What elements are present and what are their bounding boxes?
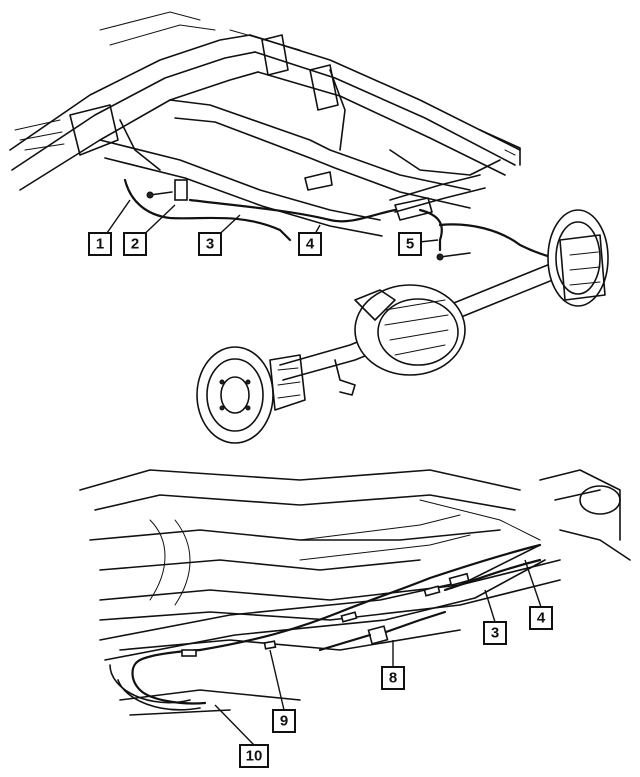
callout-2-label: 2	[131, 236, 139, 253]
brake-cables-bottom	[131, 543, 542, 705]
callout-9-label: 9	[280, 713, 288, 730]
callout-2: 2	[123, 232, 147, 256]
callout-1-label: 1	[96, 236, 104, 253]
callout-3-top-label: 3	[206, 236, 214, 253]
callout-3-top: 3	[198, 232, 222, 256]
callout-8: 8	[381, 666, 405, 690]
callout-9: 9	[272, 709, 296, 733]
brake-cables-top	[123, 178, 577, 264]
callout-10-label: 10	[246, 748, 263, 765]
callout-4-bottom-label: 4	[537, 610, 546, 627]
callout-8-label: 8	[389, 670, 397, 687]
callout-1: 1	[88, 232, 112, 256]
callout-4-top-label: 4	[306, 236, 315, 253]
upper-frame-illustration	[9, 11, 521, 237]
rear-axle-illustration	[196, 209, 609, 444]
callout-3-bottom-label: 3	[491, 625, 499, 642]
floor-pan-illustration	[79, 469, 631, 716]
callout-3-bottom: 3	[483, 621, 507, 645]
callout-4-top: 4	[298, 232, 322, 256]
callout-5-label: 5	[406, 236, 414, 253]
callout-5: 5	[398, 232, 422, 256]
leader-lines	[99, 199, 542, 746]
callout-4-bottom: 4	[529, 606, 553, 630]
callout-10: 10	[239, 744, 269, 768]
